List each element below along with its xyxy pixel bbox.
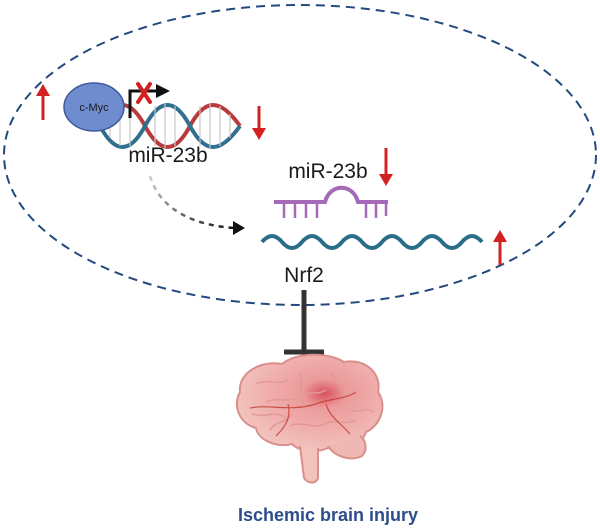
mir-gene-label: miR-23b <box>128 144 207 167</box>
nrf2-label: Nrf2 <box>284 264 324 287</box>
cell-boundary <box>3 4 597 306</box>
mirna-structure <box>274 185 388 218</box>
nrf2-up-arrow <box>493 230 507 265</box>
inhibition-bar-icon <box>284 290 324 355</box>
mir-mature-label: miR-23b <box>288 160 367 183</box>
cmyc-up-arrow <box>36 84 50 120</box>
promoter-arrow-icon <box>128 84 170 118</box>
dashed-arrow <box>148 175 237 230</box>
dashed-arrow-head <box>233 221 245 235</box>
nrf2-mrna <box>260 234 484 250</box>
cmyc-protein: c-Myc <box>63 82 125 132</box>
brain-icon <box>235 353 384 484</box>
mir-mature-down-arrow <box>379 148 393 186</box>
cmyc-label: c-Myc <box>79 102 109 114</box>
mir-gene-down-arrow <box>252 106 266 140</box>
outcome-label: Ischemic brain injury <box>238 505 418 525</box>
x-icon <box>136 82 152 104</box>
